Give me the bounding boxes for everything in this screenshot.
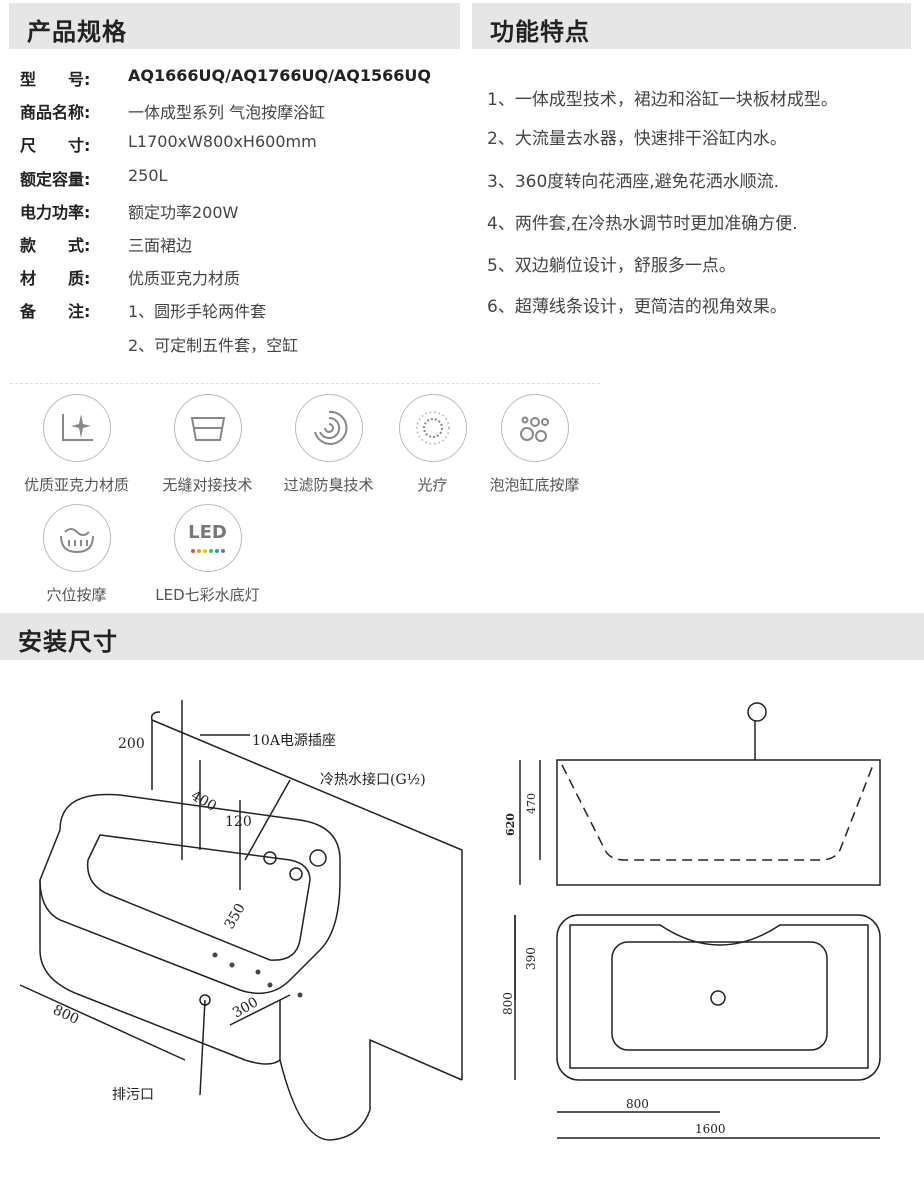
bubbles-icon	[500, 394, 569, 462]
control-knob	[263, 851, 277, 865]
dim-line-300	[229, 994, 291, 1026]
dim-top-1600-label: 1600	[695, 1122, 726, 1136]
dim-top-800v-label: 800	[501, 992, 515, 1015]
led-light-icon: LED	[173, 504, 242, 572]
shower-head	[309, 849, 327, 867]
spec-value: 三面裙边	[128, 236, 193, 255]
label-water-inlet: 冷热水接口(G½)	[320, 771, 426, 788]
spec-label: 型 号:	[20, 70, 91, 89]
spec-value: L1700xW800xH600mm	[128, 132, 317, 151]
tub-inner-basin	[86, 834, 311, 961]
spec-value: 优质亚克力材质	[128, 269, 241, 288]
dim-side-620-label: 620	[504, 813, 517, 836]
acupoint-massage-icon	[42, 504, 111, 572]
led-text: LED	[188, 521, 227, 543]
spec-label: 款 式:	[20, 236, 91, 255]
top-view-basin	[611, 941, 828, 1051]
icon-label: 泡泡缸底按摩	[489, 476, 580, 494]
install-header: 安装尺寸	[0, 613, 924, 660]
feature-item: 1、一体成型技术，裙边和浴缸一块板材成型。	[487, 90, 838, 110]
feature-item: 4、两件套,在冷热水调节时更加准确方便.	[487, 214, 798, 234]
tub-front-skirt	[39, 880, 281, 1065]
seamless-tub-icon	[173, 394, 242, 462]
spec-value: 一体成型系列 气泡按摩浴缸	[128, 103, 326, 122]
feature-icon-seamless: 无缝对接技术	[145, 394, 270, 495]
spec-label: 备 注:	[20, 302, 91, 321]
feature-icon-light: 光疗	[370, 394, 495, 495]
top-view-outer	[556, 914, 881, 1081]
feature-icon-bubbles: 泡泡缸底按摩	[472, 394, 597, 495]
icon-label: 无缝对接技术	[162, 476, 253, 494]
dim-350: 350	[222, 901, 249, 932]
feature-icon-filter: 过滤防臭技术	[266, 394, 391, 495]
icon-label: 穴位按摩	[46, 586, 107, 604]
dim-top-800h-label: 800	[626, 1097, 649, 1111]
label-power-socket: 10A电源插座	[252, 733, 336, 749]
led-color-dots	[188, 545, 227, 553]
top-drain	[710, 990, 726, 1006]
icon-label: 光疗	[417, 476, 448, 494]
spec-label: 额定容量:	[20, 170, 91, 189]
dim-line-800	[19, 984, 186, 1061]
spec-label: 电力功率:	[20, 203, 91, 222]
features-header: 功能特点	[472, 3, 911, 49]
spec-label: 尺 寸:	[20, 136, 91, 155]
spec-header-title: 产品规格	[27, 18, 127, 46]
spec-label: 商品名称:	[20, 103, 91, 122]
install-header-title: 安装尺寸	[18, 628, 118, 656]
dim-200: 200	[118, 736, 145, 752]
tub-right-skirt	[279, 1038, 463, 1141]
jet	[255, 969, 261, 975]
side-view-inner-dashed	[561, 764, 874, 861]
filter-swirl-icon	[294, 394, 363, 462]
light-therapy-icon	[398, 394, 467, 462]
tub-back-panel	[150, 711, 463, 1080]
feature-icon-acupoint: 穴位按摩	[14, 504, 139, 605]
dim-top-390-label: 390	[524, 947, 538, 970]
dim-side-470-label: 470	[525, 793, 538, 814]
water-leader	[244, 779, 291, 861]
drain-leader	[199, 999, 206, 1096]
jet	[297, 992, 303, 998]
acrylic-sparkle-icon	[42, 394, 111, 462]
feature-icon-acrylic: 优质亚克力材质	[14, 394, 139, 495]
spec-value: 额定功率200W	[128, 203, 239, 222]
spec-value: 1、圆形手轮两件套	[128, 302, 267, 321]
icon-label: 过滤防臭技术	[283, 476, 374, 494]
dim-120: 120	[225, 814, 252, 830]
side-view-body	[556, 759, 881, 886]
drain-hole	[199, 994, 211, 1006]
spec-value: AQ1666UQ/AQ1766UQ/AQ1566UQ	[128, 66, 432, 85]
feature-item: 5、双边躺位设计，舒服多一点。	[487, 256, 736, 276]
spec-value: 250L	[128, 166, 168, 185]
feature-icon-led: LED LED七彩水底灯	[145, 504, 270, 605]
feature-item: 3、360度转向花洒座,避免花洒水顺流.	[487, 172, 780, 192]
spec-value: 2、可定制五件套，空缸	[128, 336, 299, 355]
section-divider	[10, 383, 600, 384]
feature-item: 2、大流量去水器，快速排干浴缸内水。	[487, 129, 787, 149]
top-view-rim	[569, 924, 869, 1069]
tub-outer-rim	[39, 793, 341, 995]
jet	[229, 962, 235, 968]
features-header-title: 功能特点	[490, 18, 590, 46]
spec-header: 产品规格	[9, 3, 460, 49]
icon-label: 优质亚克力材质	[23, 476, 129, 494]
jet	[267, 982, 273, 988]
feature-item: 6、超薄线条设计，更简洁的视角效果。	[487, 297, 787, 317]
control-knob	[289, 867, 303, 881]
spec-label: 材 质:	[20, 269, 91, 288]
icon-label: LED七彩水底灯	[155, 586, 260, 604]
dim-800: 800	[50, 1002, 81, 1028]
label-drain: 排污口	[112, 1087, 154, 1103]
dim-400: 400	[188, 788, 219, 815]
shower-head-side	[747, 702, 767, 722]
install-drawing: 200 400 120 350 800 300 10A电源插座 冷热水接口(G½…	[19, 700, 881, 1141]
jet	[212, 952, 218, 958]
